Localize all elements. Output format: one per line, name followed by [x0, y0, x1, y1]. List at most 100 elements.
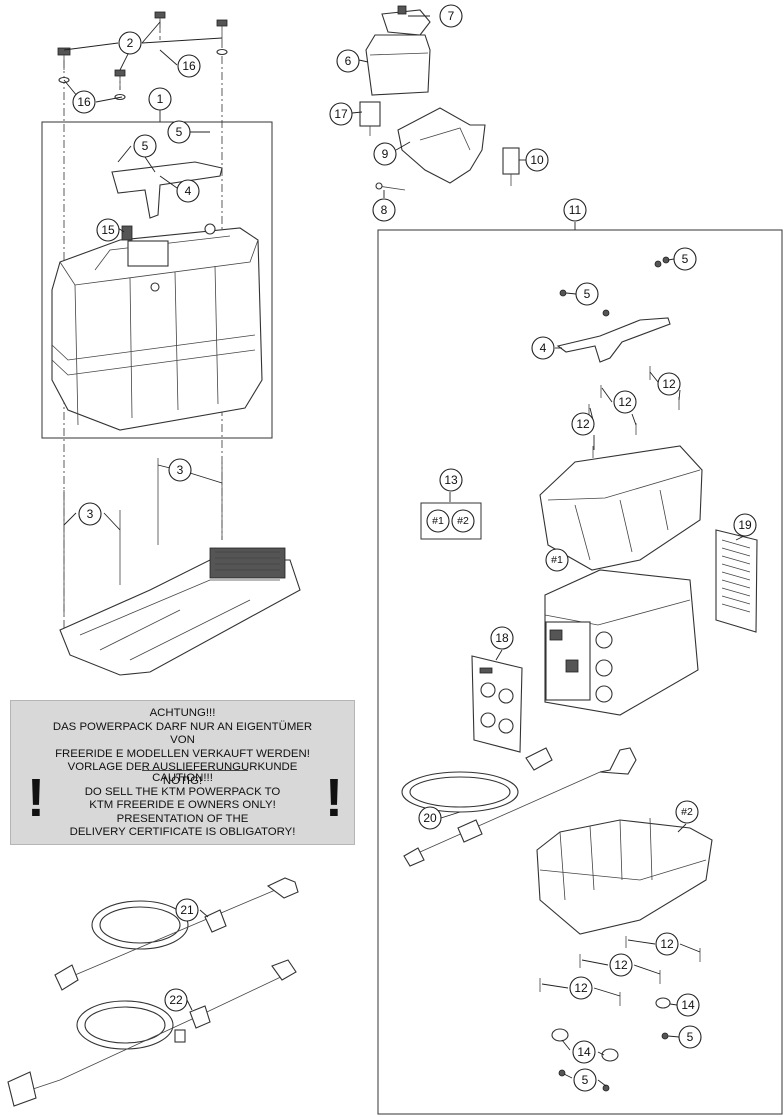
callout-h1b: #1 [545, 548, 569, 572]
small-parts-illustration [359, 5, 520, 191]
base-plate-illustration [59, 547, 301, 676]
svg-text:14: 14 [681, 998, 695, 1012]
svg-text:16: 16 [182, 59, 196, 73]
connector-10 [502, 147, 520, 186]
powerpack-core [544, 569, 699, 716]
callout-5d: 5 [575, 282, 599, 306]
warning-en-line: DELIVERY CERTIFICATE IS OBLIGATORY! [69, 826, 296, 838]
callout-3b: 3 [78, 502, 102, 526]
svg-text:12: 12 [618, 395, 632, 409]
warning-en-line: DO SELL THE KTM POWERPACK TO [84, 785, 281, 798]
svg-text:12: 12 [576, 417, 590, 431]
callout-7: 7 [439, 4, 463, 28]
svg-text:7: 7 [448, 9, 455, 23]
screw-2a [154, 11, 166, 32]
leader-lines [63, 15, 745, 1087]
right-group-parts [401, 256, 758, 1092]
svg-text:2: 2 [127, 36, 134, 50]
callout-12c: 12 [571, 412, 595, 436]
callout-22: 22 [164, 988, 188, 1012]
svg-text:12: 12 [660, 937, 674, 951]
warning-en-line: CAUTION!!! [152, 772, 213, 784]
callout-h1a: #1 [426, 509, 450, 533]
svg-text:6: 6 [345, 54, 352, 68]
svg-text:5: 5 [682, 252, 689, 266]
group-frame-1 [41, 121, 273, 439]
group-frame-11 [377, 229, 783, 1115]
svg-text:#2: #2 [457, 515, 469, 527]
callout-13: 13 [439, 468, 463, 492]
exclamation-icon-left: ! [27, 768, 45, 828]
battery-6 [365, 34, 431, 96]
callout-4b: 4 [531, 336, 555, 360]
callout-5c: 5 [673, 247, 697, 271]
callout-19: 19 [733, 513, 757, 537]
callout-4a: 4 [176, 179, 200, 203]
callout-21: 21 [175, 898, 199, 922]
svg-text:8: 8 [381, 203, 388, 217]
cable-21 [54, 877, 299, 991]
tray-h2 [536, 817, 713, 935]
powerpack-assembly-illustration [51, 161, 263, 431]
panel-18 [471, 655, 523, 753]
svg-text:11: 11 [569, 203, 582, 217]
warning-box: ! ACHTUNG!!! DAS POWERPACK DARF NUR AN E… [10, 700, 355, 845]
bolt-8 [375, 182, 406, 191]
svg-text:17: 17 [334, 107, 348, 121]
warning-text-english: CAUTION!!! DO SELL THE KTM POWERPACK TO … [51, 772, 314, 840]
screw-2c [57, 47, 71, 70]
callout-9: 9 [373, 142, 397, 166]
warning-en-line: PRESENTATION OF THE [116, 812, 249, 825]
svg-text:12: 12 [614, 958, 628, 972]
callout-1: 1 [148, 87, 172, 111]
warning-de-line: FREERIDE E MODELLEN VERKAUFT WERDEN! [55, 747, 310, 760]
svg-text:9: 9 [382, 147, 389, 161]
svg-text:15: 15 [101, 223, 115, 237]
svg-text:18: 18 [495, 631, 509, 645]
callout-h2a: #2 [451, 509, 475, 533]
svg-text:10: 10 [530, 153, 544, 167]
callout-h2b: #2 [675, 800, 699, 824]
svg-text:21: 21 [180, 903, 194, 917]
svg-text:5: 5 [176, 125, 183, 139]
callout-8: 8 [372, 198, 396, 222]
screw-2b [216, 19, 228, 40]
washer-16a [216, 48, 228, 56]
callout-16a: 16 [177, 54, 201, 78]
callout-18: 18 [490, 626, 514, 650]
svg-text:19: 19 [738, 518, 752, 532]
svg-text:4: 4 [185, 184, 192, 198]
svg-text:5: 5 [687, 1030, 694, 1044]
grille-19 [715, 529, 758, 633]
set-box-13 [420, 502, 482, 540]
callout-16b: 16 [72, 90, 96, 114]
grommets-14 [551, 997, 671, 1062]
callout-14a: 14 [676, 993, 700, 1017]
exclamation-icon-right: ! [325, 768, 343, 828]
svg-text:12: 12 [574, 981, 588, 995]
warning-divider [142, 770, 248, 771]
warning-en-line: KTM FREERIDE E OWNERS ONLY! [89, 799, 276, 811]
svg-text:#2: #2 [681, 806, 693, 818]
svg-text:3: 3 [177, 463, 184, 477]
svg-text:13: 13 [444, 473, 458, 487]
callout-10: 10 [525, 148, 549, 172]
svg-text:1: 1 [157, 92, 164, 106]
callout-6: 6 [336, 49, 360, 73]
svg-text:5: 5 [142, 139, 149, 153]
svg-text:16: 16 [77, 95, 91, 109]
callout-12b: 12 [613, 390, 637, 414]
svg-text:12: 12 [662, 377, 676, 391]
svg-text:14: 14 [577, 1045, 591, 1059]
svg-text:3: 3 [87, 507, 94, 521]
screw-2d [114, 69, 126, 90]
callout-11: 11 [563, 198, 587, 222]
warning-de-line: DAS POWERPACK DARF NUR AN EIGENTÜMER VON [52, 720, 313, 747]
svg-text:#1: #1 [432, 515, 444, 527]
relay-7 [381, 5, 431, 36]
bracket-4b [556, 317, 671, 363]
svg-text:22: 22 [169, 993, 183, 1007]
svg-text:4: 4 [540, 341, 547, 355]
callout-12a: 12 [657, 372, 681, 396]
